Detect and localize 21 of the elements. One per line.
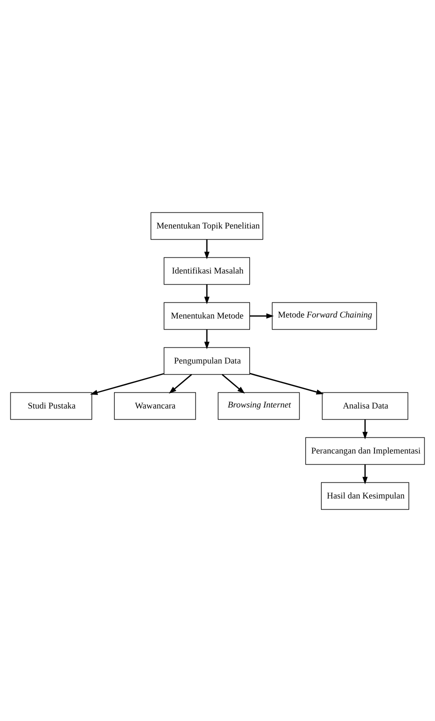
node-box: Hasil dan Kesimpulan <box>320 482 410 510</box>
arrow <box>168 374 192 394</box>
arrow <box>204 284 210 304</box>
arrow <box>362 419 368 439</box>
node-box: Perancangan dan Implementasi <box>305 436 425 464</box>
node-box: Wawancara <box>114 392 196 420</box>
node-box: Studi Pustaka <box>10 392 92 420</box>
arrow <box>222 374 245 394</box>
arrow <box>204 329 210 349</box>
arrow <box>362 464 368 484</box>
node-box: Analisa Data <box>322 392 408 420</box>
node-box: Menentukan Topik Penelitian <box>150 212 264 240</box>
arrow <box>204 238 210 259</box>
node-box: Pengumpulan Data <box>164 346 250 374</box>
arrow <box>250 372 324 394</box>
node-box: Metode Forward Chaining <box>272 302 377 330</box>
node-box: Browsing Internet <box>218 392 300 420</box>
node-box: Identifikasi Masalah <box>164 256 250 284</box>
arrow <box>250 312 274 318</box>
arrow <box>90 372 164 394</box>
node-box: Menentukan Metode <box>164 302 250 330</box>
